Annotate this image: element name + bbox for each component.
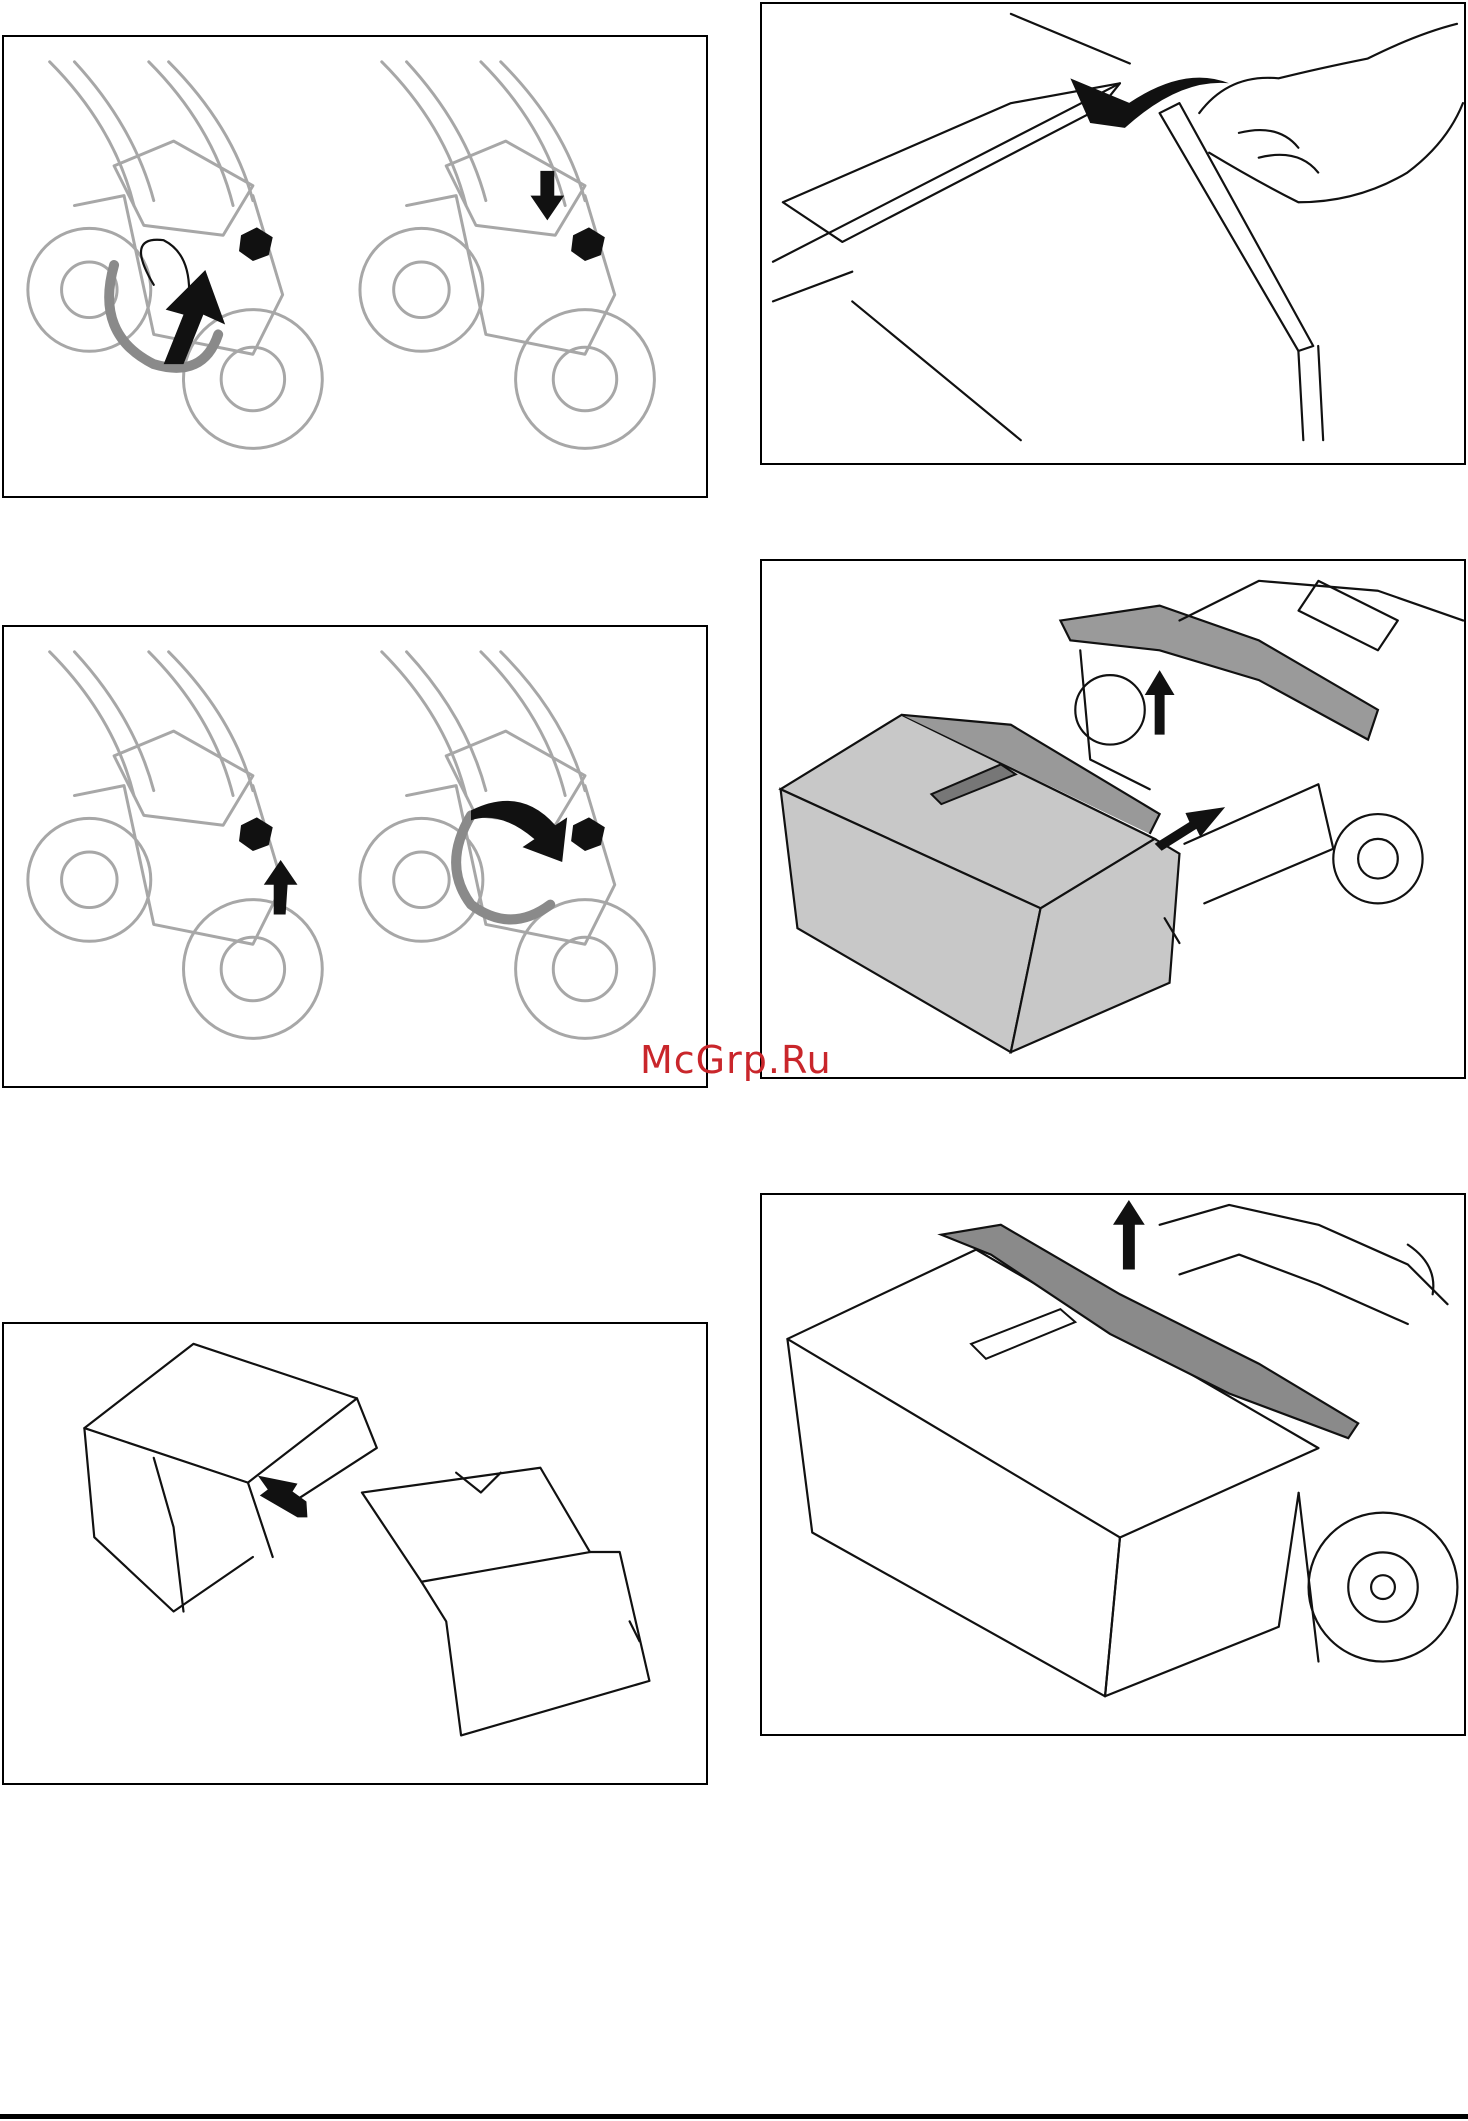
figure-handle-fold-hand [760,2,1466,465]
mower-handle-knob-rotate-icon [4,37,706,496]
watermark-text: McGrp.Ru [640,1038,832,1082]
figure-grass-bag-assembly [2,1322,708,1785]
grass-bag-frame-icon [4,1324,706,1783]
bottom-rule [0,2114,1468,2119]
figure-handle-knob-loosen [2,35,708,498]
grass-catcher-icon [762,561,1464,1077]
mower-handle-knob-rotate-icon [4,627,706,1086]
figure-grass-catcher-installed [760,1193,1466,1736]
figure-grass-catcher-attach [760,559,1466,1079]
figure-handle-knob-tighten [2,625,708,1088]
hand-handle-icon [762,4,1464,463]
grass-catcher-icon [762,1195,1464,1734]
